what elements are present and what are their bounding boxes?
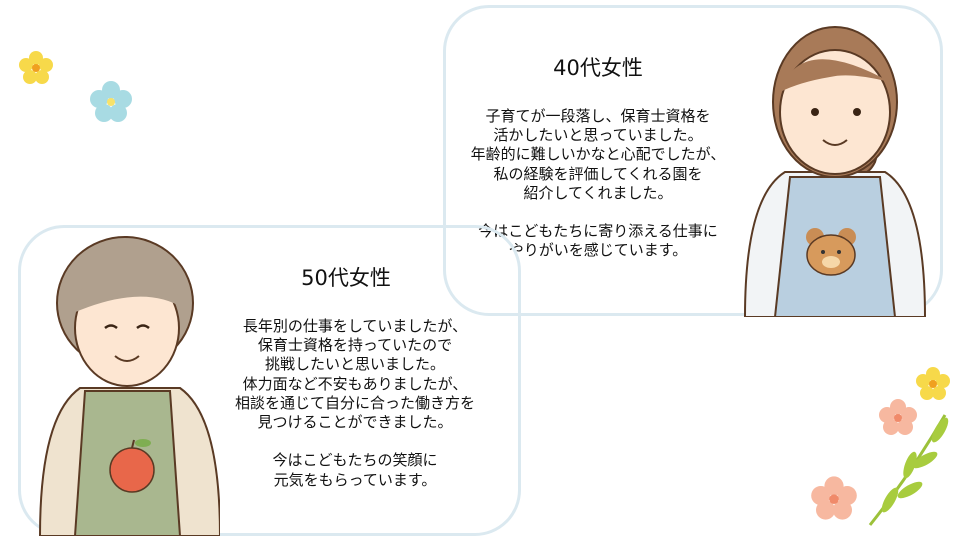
blue-flower-icon — [90, 81, 132, 122]
pink-flower-icon — [879, 399, 917, 435]
card-50s-title: 50代女性 — [301, 266, 391, 290]
text-line: やりがいを感じています。 — [508, 241, 688, 260]
text-line: 今はこどもたちの笑顔に — [272, 451, 438, 470]
text-line: 元気をもらっています。 — [273, 470, 437, 489]
text-line: 活かしたいと思っていました。 — [493, 126, 703, 145]
text-line: 保育士資格を持っていたので — [257, 336, 453, 355]
text-line: 体力面など不安もありましたが、 — [242, 374, 468, 393]
yellow-flower-icon — [916, 367, 950, 400]
testimonial-card-40s — [443, 5, 943, 316]
leaf-branch-icon — [868, 414, 949, 526]
text-line: 紹介してくれました。 — [523, 183, 673, 202]
woman-50s-illustration — [38, 236, 220, 536]
bear-patch-icon — [806, 228, 856, 276]
text-line: 今はこどもたちに寄り添える仕事に — [478, 222, 718, 241]
text-line: 見つけることができました。 — [257, 412, 453, 431]
text-line: 子育てが一段落し、保育士資格を — [485, 107, 711, 125]
apple-patch-icon — [109, 439, 155, 493]
card-40s-title: 40代女性 — [553, 56, 643, 80]
card-40s-body: 子育てが一段落し、保育士資格を 活かしたいと思っていました。 年齢的に難しいかな… — [443, 107, 753, 261]
text-line: 挑戦したいと思いました。 — [264, 355, 445, 374]
woman-40s-illustration — [743, 26, 927, 317]
text-line: 私の経験を評価してくれる園を — [493, 164, 703, 183]
pink-flower-icon — [811, 476, 857, 520]
yellow-flower-icon — [19, 51, 53, 84]
testimonial-card-50s — [18, 225, 521, 536]
text-line: 年齢的に難しいかなと心配でしたが、 — [470, 145, 726, 164]
text-line: 相談を通じて自分に合った働き方を — [234, 393, 475, 412]
text-line: 長年別の仕事をしていましたが、 — [242, 317, 468, 335]
card-50s-body: 長年別の仕事をしていましたが、 保育士資格を持っていたので 挑戦したいと思いまし… — [200, 317, 510, 490]
